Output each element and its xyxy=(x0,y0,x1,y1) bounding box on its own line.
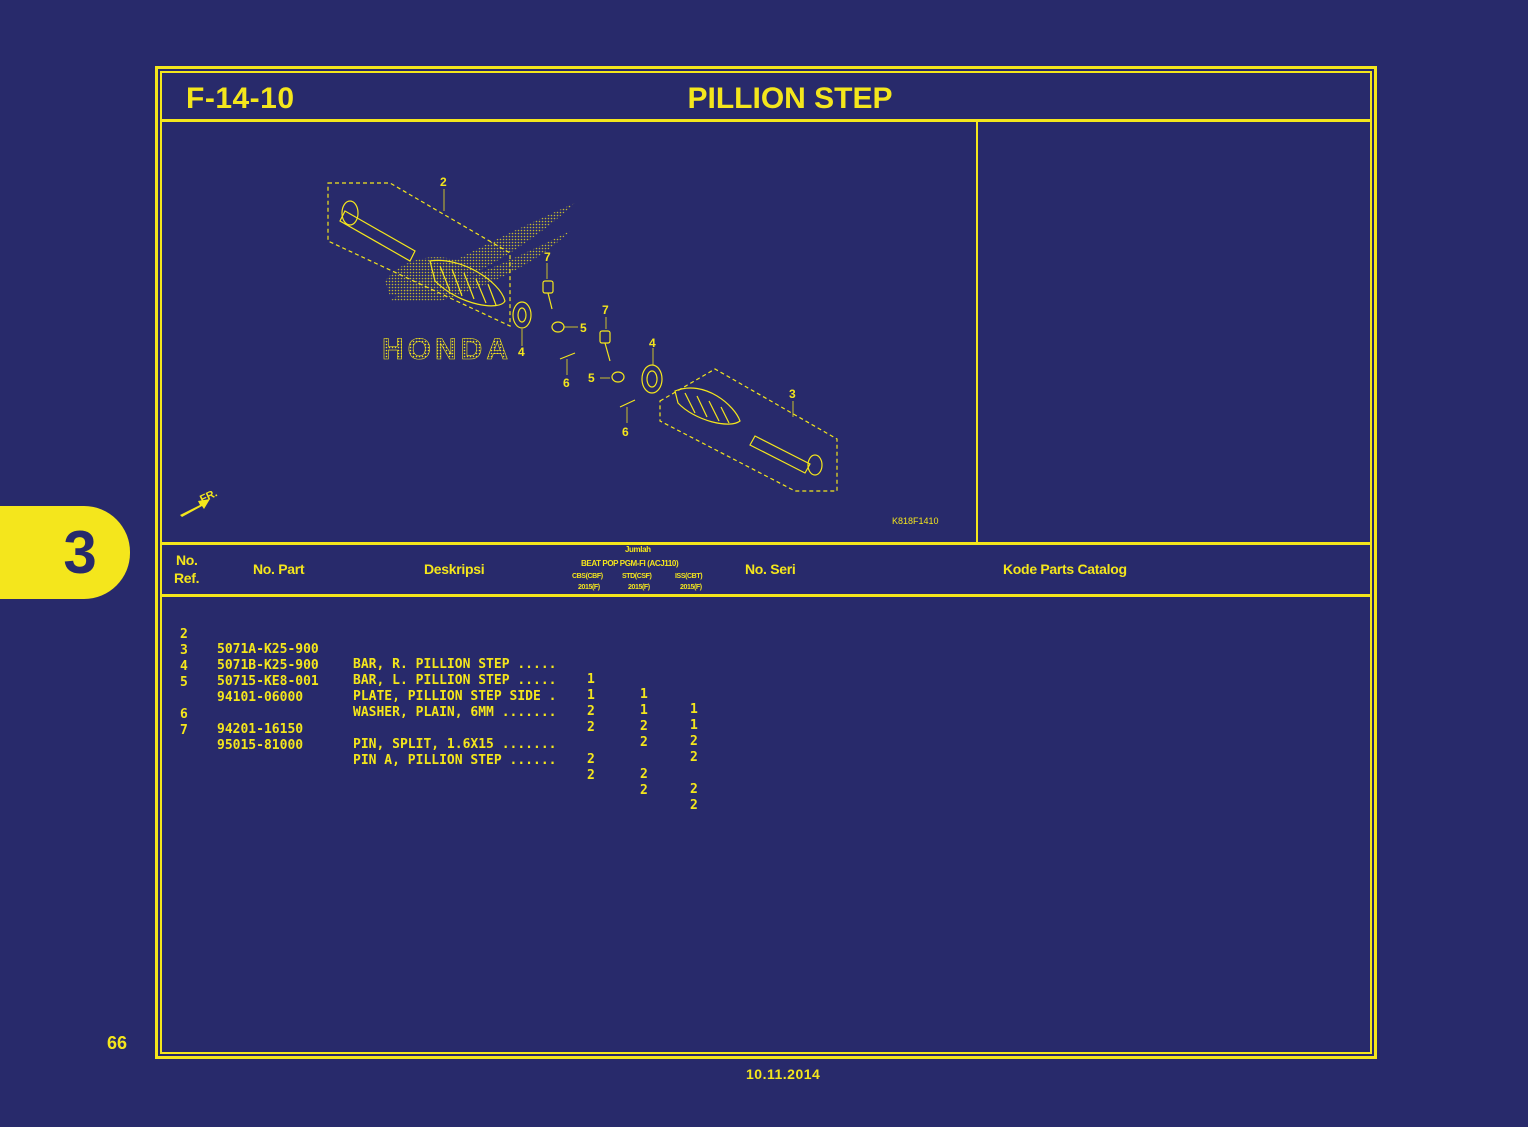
row-qty-3: 2 xyxy=(690,734,698,749)
table-row: 7 95015-81000 PIN A, PILLION STEP ......… xyxy=(178,708,698,813)
header-variant-2: STD(CSF) xyxy=(622,573,652,580)
bar-right-pillion-step xyxy=(327,182,532,329)
header-divider xyxy=(160,119,1372,122)
callout-3: 3 xyxy=(789,387,796,401)
illustration-divider xyxy=(976,121,978,544)
page-frame xyxy=(155,66,1377,1059)
row-qty-2: 2 xyxy=(640,767,648,782)
row-qty-1: 2 xyxy=(587,752,595,767)
header-description: Deskripsi xyxy=(424,561,485,577)
row-desc: PIN A, PILLION STEP ...... xyxy=(353,753,557,768)
small-hardware xyxy=(542,280,663,408)
callout-2: 2 xyxy=(440,175,447,189)
header-serial: No. Seri xyxy=(745,561,796,577)
row-ref: 7 xyxy=(180,723,188,738)
page-frame-inner xyxy=(160,71,1372,1054)
table-top-divider xyxy=(160,542,1372,545)
row-desc: WASHER, PLAIN, 6MM ....... xyxy=(353,705,557,720)
callout-6a: 6 xyxy=(563,376,570,390)
header-variant-2-year: 2015(F) xyxy=(628,584,650,591)
header-part-number: No. Part xyxy=(253,561,305,577)
row-ref: 3 xyxy=(180,643,188,658)
row-qty-1: 2 xyxy=(587,704,595,719)
callout-6b: 6 xyxy=(622,425,629,439)
row-desc: PIN, SPLIT, 1.6X15 ....... xyxy=(353,737,557,752)
row-qty-1: 1 xyxy=(587,672,595,687)
row-part: 95015-81000 xyxy=(217,738,304,753)
row-qty-3: 2 xyxy=(690,798,698,813)
row-part: 94201-16150 xyxy=(217,722,304,737)
row-qty-2: 1 xyxy=(640,703,648,718)
parts-diagram: HONDA xyxy=(180,175,838,517)
row-ref: 2 xyxy=(180,627,188,642)
row-desc: BAR, L. PILLION STEP ..... xyxy=(353,673,557,688)
callout-7a: 7 xyxy=(544,250,551,264)
table-row: 4 50715-KE8-001 PLATE, PILLION STEP SIDE… xyxy=(178,644,698,749)
table-header-divider xyxy=(160,594,1372,597)
illustration-code: K818F1410 xyxy=(892,516,939,526)
table-row: 6 94201-16150 PIN, SPLIT, 1.6X15 .......… xyxy=(178,692,698,797)
row-ref: 4 xyxy=(180,659,188,674)
header-model: BEAT POP PGM-FI (ACJ110) xyxy=(581,559,679,568)
row-qty-2: 2 xyxy=(640,783,648,798)
row-qty-3: 1 xyxy=(690,718,698,733)
row-ref: 5 xyxy=(180,675,188,690)
row-qty-1: 1 xyxy=(587,688,595,703)
row-qty-1: 2 xyxy=(587,720,595,735)
row-qty-1: 2 xyxy=(587,768,595,783)
figure-code: F-14-10 xyxy=(186,82,295,115)
row-qty-3: 2 xyxy=(690,750,698,765)
honda-watermark-text: HONDA xyxy=(382,333,512,366)
row-part: 5071A-K25-900 xyxy=(217,642,319,657)
row-qty-2: 2 xyxy=(640,719,648,734)
honda-wing-watermark xyxy=(385,203,575,301)
callout-7b: 7 xyxy=(602,303,609,317)
front-direction-label: FR. xyxy=(198,487,219,505)
front-direction-arrow-icon: FR. xyxy=(180,487,219,517)
header-jumlah: Jumlah xyxy=(625,545,651,554)
header-ref-line1: No. xyxy=(176,552,198,568)
row-qty-2: 1 xyxy=(640,687,648,702)
callout-5b: 5 xyxy=(588,371,595,385)
row-desc: BAR, R. PILLION STEP ..... xyxy=(353,657,557,672)
table-row: 5 94101-06000 WASHER, PLAIN, 6MM .......… xyxy=(178,660,698,765)
row-qty-3: 1 xyxy=(690,702,698,717)
header-variant-1: CBS(CBF) xyxy=(572,573,603,580)
header-catalog: Kode Parts Catalog xyxy=(1003,561,1127,577)
callout-5a: 5 xyxy=(580,321,587,335)
table-row: 2 5071A-K25-900 BAR, R. PILLION STEP ...… xyxy=(178,612,698,717)
bar-left-pillion-step xyxy=(659,368,838,492)
header-ref-line2: Ref. xyxy=(174,570,200,586)
row-part: 50715-KE8-001 xyxy=(217,674,319,689)
header-variant-3: ISS(CBT) xyxy=(675,573,703,580)
section-tab: 3 xyxy=(0,506,130,599)
page-title: PILLION STEP xyxy=(687,82,893,115)
row-qty-3: 2 xyxy=(690,782,698,797)
row-part: 5071B-K25-900 xyxy=(217,658,319,673)
row-desc: PLATE, PILLION STEP SIDE . xyxy=(353,689,557,704)
print-date: 10.11.2014 xyxy=(746,1066,821,1082)
page-number: 66 xyxy=(107,1033,128,1053)
header-variant-1-year: 2015(F) xyxy=(578,584,600,591)
table-row: 3 5071B-K25-900 BAR, L. PILLION STEP ...… xyxy=(178,628,698,733)
row-ref: 6 xyxy=(180,707,188,722)
callout-4a: 4 xyxy=(518,345,525,359)
callout-4b: 4 xyxy=(649,336,656,350)
header-variant-3-year: 2015(F) xyxy=(680,584,702,591)
row-qty-2: 2 xyxy=(640,735,648,750)
row-part: 94101-06000 xyxy=(217,690,304,705)
